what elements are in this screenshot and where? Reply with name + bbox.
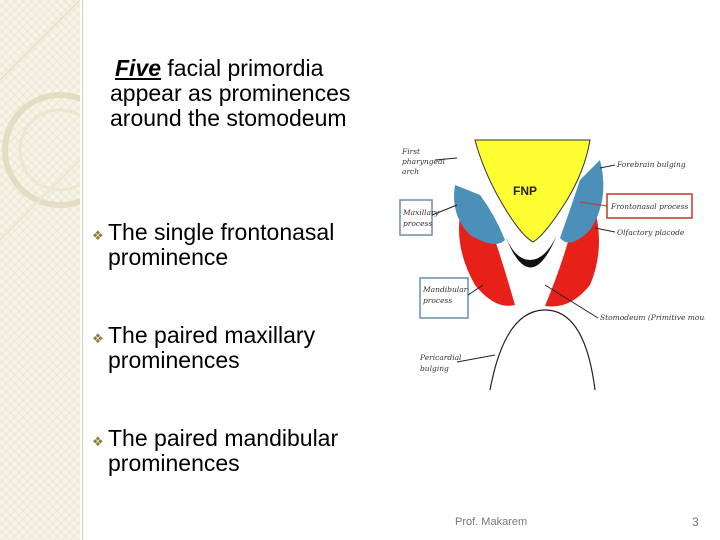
label-forebrain: Forebrain bulging	[616, 160, 686, 169]
bullet-marker-icon: ❖	[92, 434, 104, 449]
maxillary-left-shape	[454, 185, 505, 244]
decorative-divider	[82, 0, 83, 540]
bullet-marker-icon: ❖	[92, 331, 104, 346]
label-stomodeum: Stomodeum (Primitive mouth)	[600, 313, 705, 322]
stomodeum-shape	[505, 235, 557, 268]
page-number: 3	[692, 515, 699, 529]
bullet-marker-icon: ❖	[92, 228, 104, 243]
label-pericardial: bulging	[420, 364, 449, 373]
label-frontonasal: Frontonasal process	[610, 202, 688, 211]
label-mandibular: Mandibular	[422, 285, 468, 294]
maxillary-right-shape	[560, 160, 604, 243]
bullet-text: The paired mandibular prominences	[108, 425, 339, 476]
decorative-side-band	[0, 0, 80, 540]
label-olfactory: Olfactory placode	[617, 228, 685, 237]
pericardial-outline	[489, 309, 596, 391]
facial-primordia-diagram: FNP First pharyngeal arch Maxillary proc…	[399, 139, 705, 391]
bullet-item: ❖ The paired mandibular prominences	[88, 426, 388, 476]
frontonasal-shape	[474, 139, 591, 243]
intro-rest: facial primordia appear as prominences a…	[110, 55, 351, 131]
bullet-item: ❖ The paired maxillary prominences	[88, 323, 388, 373]
footer-author: Prof. Makarem	[455, 516, 528, 528]
label-maxillary: process	[403, 219, 432, 228]
mandibular-left-shape	[459, 215, 515, 306]
fnp-label: FNP	[513, 184, 537, 198]
label-mandibular: process	[423, 296, 452, 305]
maxillary-label-box	[399, 199, 433, 236]
mandibular-label-box	[419, 277, 469, 319]
bullet-item: ❖ The single frontonasal prominence	[88, 220, 388, 270]
bullet-text: The single frontonasal prominence	[108, 219, 335, 270]
label-first-arch: First	[401, 147, 421, 156]
label-first-arch: pharyngeal	[402, 157, 445, 166]
label-first-arch: arch	[402, 167, 419, 176]
label-pericardial: Pericardial	[419, 353, 462, 362]
bullet-text: The paired maxillary prominences	[108, 322, 316, 373]
intro-text: Five facial primordia appear as prominen…	[110, 56, 390, 131]
label-maxillary: Maxillary	[402, 208, 440, 217]
intro-lead-word: Five	[115, 55, 162, 81]
bullet-list: ❖ The single frontonasal prominence ❖ The …	[88, 220, 388, 529]
